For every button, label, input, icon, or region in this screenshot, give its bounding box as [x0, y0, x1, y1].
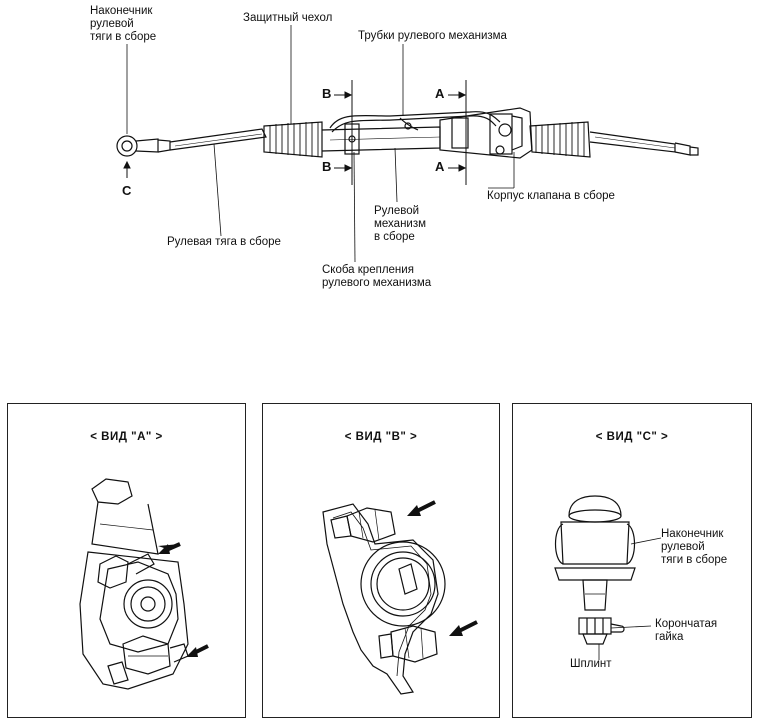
cotter-pin-label: Шплинт	[570, 658, 612, 670]
tie-rod-label: Рулевая тяга в сборе	[167, 236, 281, 248]
view-a-title: < ВИД "А" >	[90, 431, 163, 443]
view-c-drawing	[554, 495, 662, 660]
section-b-bottom-label: B	[322, 159, 332, 174]
view-c-title: < ВИД "С" >	[595, 431, 669, 443]
view-c-panel: < ВИД "С" > Наконечник рулевой тяги в с	[512, 403, 752, 718]
section-a-top-label: A	[435, 86, 445, 101]
view-b-drawing	[322, 500, 478, 695]
view-b-panel: < ВИД "В" >	[262, 403, 500, 718]
view-c-tie-rod-end-label: Наконечник рулевой тяги в сборе	[661, 528, 728, 566]
steering-gear-assembly-drawing	[116, 25, 699, 263]
steering-gear-label: Рулевой механизм в сборе	[374, 205, 427, 243]
view-c-marker: C	[122, 183, 132, 198]
view-a-drawing	[79, 478, 209, 690]
section-a-bottom-label: A	[435, 159, 445, 174]
section-b-top-label: B	[322, 86, 332, 101]
valve-body-label: Корпус клапана в сборе	[487, 190, 615, 202]
tubes-label: Трубки рулевого механизма	[358, 30, 507, 42]
view-a-panel: < ВИД "А" >	[7, 403, 246, 718]
bracket-label: Скоба крепления рулевого механизма	[322, 264, 432, 289]
boot-label: Защитный чехол	[243, 12, 333, 24]
castle-nut-label: Корончатая гайка	[655, 618, 718, 643]
view-b-title: < ВИД "В" >	[344, 431, 418, 443]
tie-rod-end-label: Наконечник рулевой тяги в сборе	[90, 5, 157, 43]
